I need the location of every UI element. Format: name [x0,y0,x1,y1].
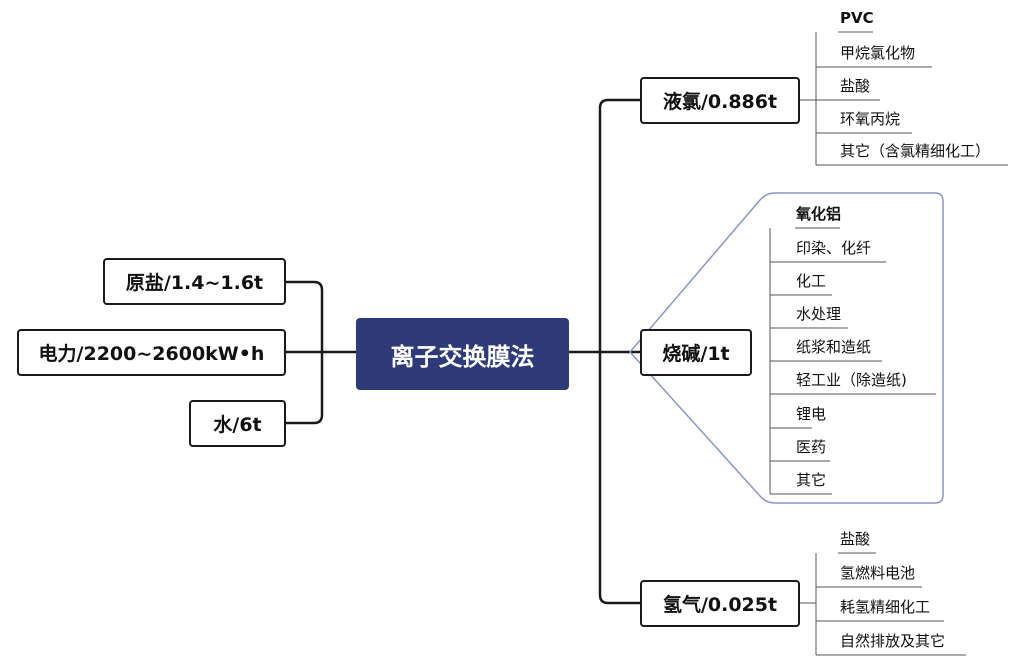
input-salt-label: 原盐/1.4~1.6t [125,272,264,294]
caustic-use-item: 锂电 [796,405,827,423]
caustic-use-item: 水处理 [796,305,842,323]
hydrogen-use-item: 耗氢精细化工 [840,598,931,616]
input-water-label: 水/6t [213,414,262,436]
hydrogen-use-item: 自然排放及其它 [840,632,946,650]
caustic-use-item: 轻工业（除造纸) [796,371,907,389]
center-process-label: 离子交换膜法 [390,342,535,371]
caustic-use-item: 化工 [796,272,827,290]
chlorine-use-item: 环氧丙烷 [840,110,901,128]
caustic-use-item: 其它 [796,471,827,489]
output-caustic-soda-box: 烧碱/1t [640,329,752,376]
input-electricity-box: 电力/2200~2600kW•h [17,329,286,376]
chlorine-use-item: PVC [840,9,874,27]
caustic-use-item: 印染、化纤 [796,239,872,257]
hydrogen-use-item: 盐酸 [840,530,871,548]
input-salt-box: 原盐/1.4~1.6t [103,258,286,305]
output-hydrogen-label: 氢气/0.025t [662,594,778,616]
output-hydrogen-box: 氢气/0.025t [640,580,800,627]
caustic-use-item: 医药 [796,438,827,456]
caustic-use-item: 氧化铝 [796,205,842,223]
chlorine-use-item: 其它（含氯精细化工） [840,142,991,160]
output-chlorine-label: 液氯/0.886t [662,91,778,113]
caustic-use-item: 纸浆和造纸 [796,338,872,356]
chlorine-use-item: 甲烷氯化物 [840,44,916,62]
input-electricity-label: 电力/2200~2600kW•h [38,343,265,365]
hydrogen-use-item: 氢燃料电池 [840,564,916,582]
output-caustic-soda-label: 烧碱/1t [662,343,730,365]
chlorine-use-item: 盐酸 [840,77,871,95]
output-chlorine-box: 液氯/0.886t [640,77,800,124]
center-process-box: 离子交换膜法 [356,318,569,390]
input-water-box: 水/6t [189,400,286,447]
